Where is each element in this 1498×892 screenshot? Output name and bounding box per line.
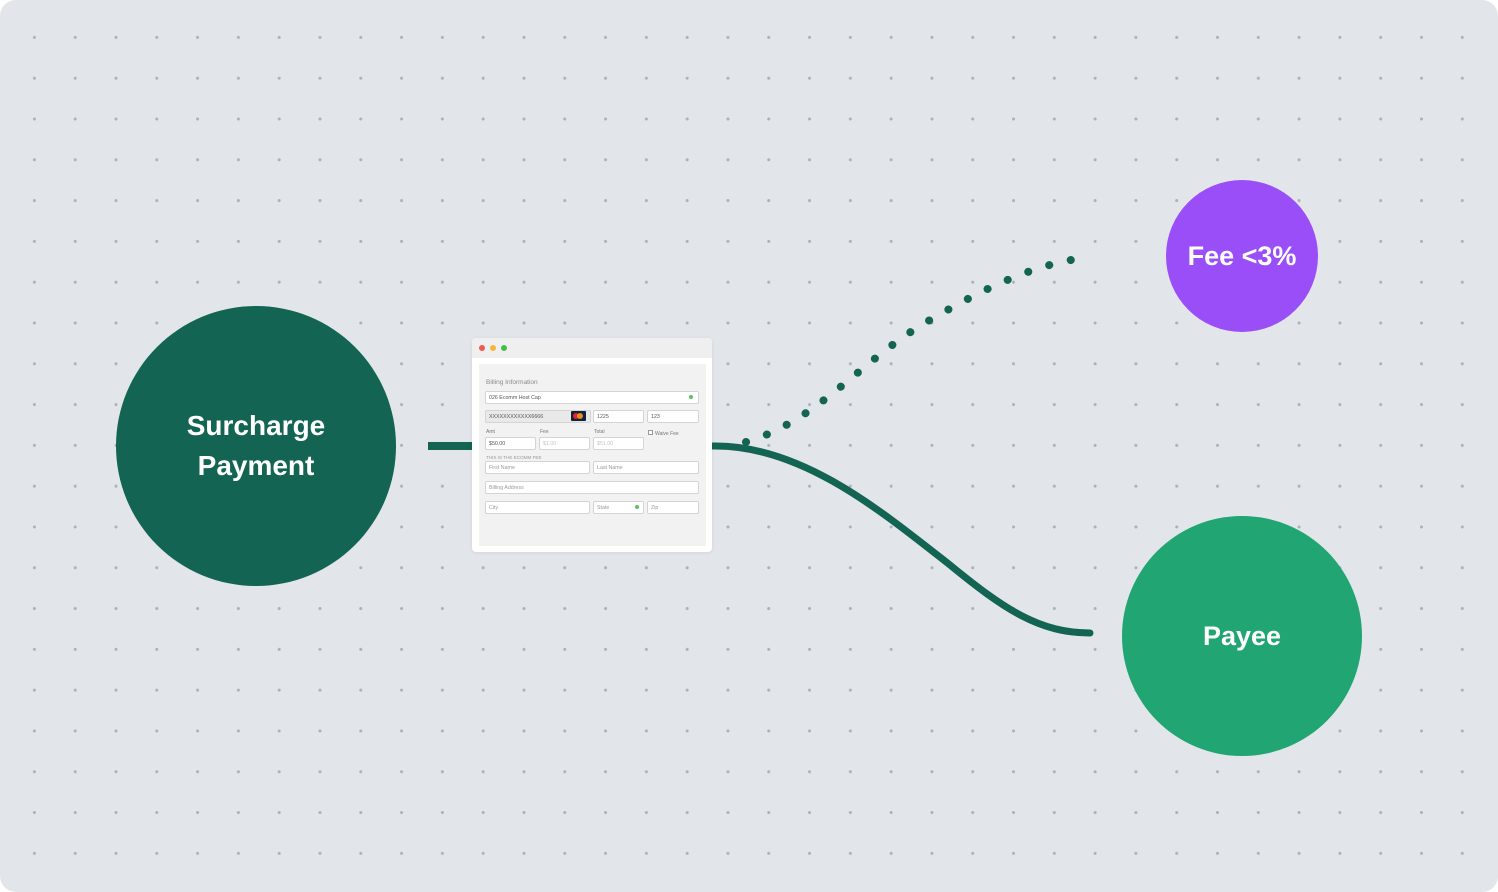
state-valid-icon — [635, 505, 639, 509]
account-valid-icon — [689, 395, 693, 399]
form-title: Billing Information — [486, 379, 538, 386]
amount-field[interactable]: $50.00 — [485, 437, 536, 450]
fee-label: Fee — [540, 429, 549, 435]
payee-node-label: Payee — [1202, 620, 1282, 651]
billing-address-field[interactable]: Billing Address — [485, 481, 699, 494]
surcharge-payment-label-line2: Payment — [197, 450, 315, 481]
last-name-field[interactable]: Last Name — [593, 461, 699, 474]
billing-form: Billing Information 026 Ecomm Host Cap X… — [479, 364, 706, 546]
amt-label: Amt — [486, 429, 495, 435]
fee-field: $1.00 — [539, 437, 590, 450]
state-select[interactable]: State — [593, 501, 644, 514]
fee-note: THIS IS THE ECOMM FEE — [486, 455, 542, 460]
expiry-field[interactable]: 1225 — [593, 410, 644, 423]
waive-fee-checkbox[interactable] — [648, 430, 653, 435]
maximize-window-icon[interactable] — [501, 345, 507, 351]
minimize-window-icon[interactable] — [490, 345, 496, 351]
account-select[interactable]: 026 Ecomm Host Cap — [485, 391, 699, 404]
fee-node: Fee <3% — [1166, 180, 1318, 332]
close-window-icon[interactable] — [479, 345, 485, 351]
city-field[interactable]: City — [485, 501, 590, 514]
payee-connector-path — [708, 442, 1094, 637]
billing-form-window: Billing Information 026 Ecomm Host Cap X… — [472, 338, 712, 552]
zip-field[interactable]: Zip — [647, 501, 699, 514]
mastercard-icon — [571, 411, 586, 421]
waive-fee-label: Waive Fee — [655, 431, 679, 437]
surcharge-payment-label-line1: Surcharge — [186, 410, 326, 441]
window-titlebar — [472, 338, 712, 358]
fee-connector-dotted-path — [742, 253, 1096, 446]
total-field: $51.00 — [593, 437, 644, 450]
total-label: Total — [594, 429, 605, 435]
fee-node-label: Fee <3% — [1187, 240, 1297, 271]
surcharge-payment-node: Surcharge Payment — [116, 306, 396, 586]
first-name-field[interactable]: First Name — [485, 461, 590, 474]
card-number-field[interactable]: XXXXXXXXXXXX6666 — [485, 410, 591, 423]
cvv-field[interactable]: 123 — [647, 410, 699, 423]
payee-node: Payee — [1122, 516, 1362, 756]
